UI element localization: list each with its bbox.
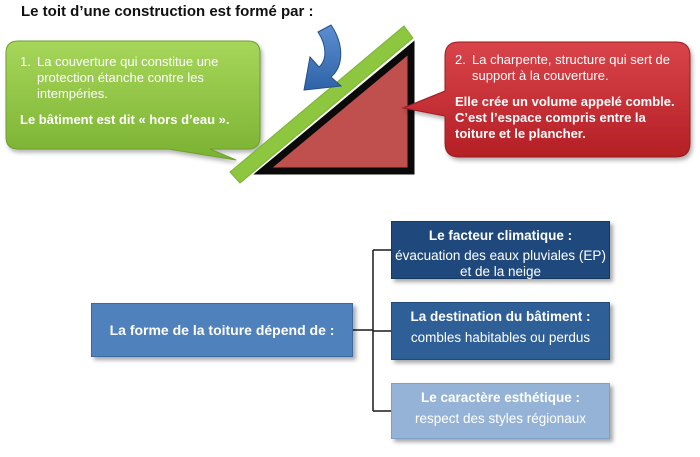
factor-box-climate: Le facteur climatique : évacuation des e… — [391, 221, 610, 279]
factor-box-aesthetic: Le caractère esthétique : respect des st… — [391, 383, 610, 439]
red-callout-number: 2. — [455, 52, 466, 67]
green-callout-text: 1. La couverture qui constitue une prote… — [20, 54, 245, 128]
factor-detail: combles habitables ou perdus — [410, 330, 591, 345]
curved-arrow-icon — [303, 24, 343, 91]
red-callout-description: La charpente, structure qui sert de supp… — [472, 52, 671, 83]
red-callout-text: 2. La charpente, structure qui sert de s… — [455, 52, 680, 142]
factor-detail: respect des styles régionaux — [414, 411, 587, 426]
factor-heading: Le facteur climatique : — [428, 228, 573, 243]
connector-lines — [353, 249, 391, 412]
factor-heading: La destination du bâtiment : — [410, 309, 591, 324]
factor-box-destination: La destination du bâtiment : combles hab… — [391, 302, 610, 360]
green-callout-number: 1. — [20, 54, 31, 69]
main-factor-label: La forme de la toiture dépend de : — [109, 322, 335, 338]
roof-covering-strip — [229, 25, 414, 184]
main-factor-box: La forme de la toiture dépend de : — [91, 303, 353, 357]
page-title: Le toit d’une construction est formé par… — [21, 3, 314, 20]
factor-heading: Le caractère esthétique : — [420, 390, 581, 405]
green-callout-bubble — [5, 40, 261, 161]
factor-detail: évacuation des eaux pluviales (EP) et de… — [395, 248, 606, 279]
red-callout-bubble — [401, 41, 691, 158]
red-callout-emphasis: Elle crée un volume appelé comble. C’est… — [455, 94, 675, 141]
green-callout-description: La couverture qui constitue une protecti… — [37, 54, 219, 101]
green-callout-emphasis: Le bâtiment est dit « hors d’eau ». — [20, 112, 230, 127]
